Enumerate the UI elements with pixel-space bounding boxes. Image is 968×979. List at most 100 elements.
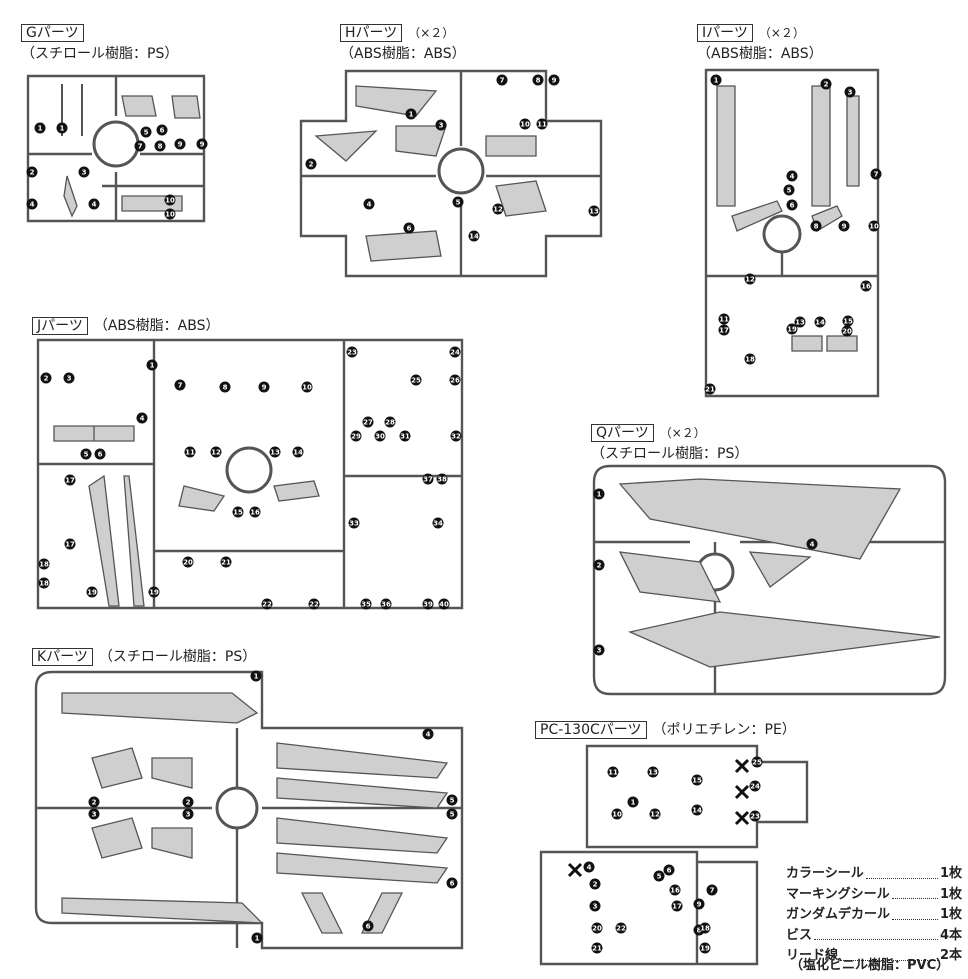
svg-text:29: 29 (351, 433, 361, 441)
svg-text:2: 2 (30, 169, 35, 177)
runner-j-tag: Jパーツ (32, 317, 88, 335)
part-number-j-10: 10 (301, 381, 313, 393)
part-number-j-35: 35 (360, 598, 372, 610)
svg-text:1: 1 (409, 111, 414, 119)
svg-text:31: 31 (400, 433, 410, 441)
runner-k-material: （スチロール樹脂：PS） (98, 649, 257, 665)
svg-text:10: 10 (165, 197, 175, 205)
runner-k-tag: Kパーツ (32, 648, 93, 666)
part-number-pc-22: 22 (615, 922, 627, 934)
svg-text:16: 16 (861, 283, 871, 291)
svg-text:24: 24 (750, 783, 760, 791)
part-number-k-2: 2 (88, 796, 100, 808)
svg-text:18: 18 (700, 925, 710, 933)
part-number-h-14: 14 (468, 230, 480, 242)
part-number-i-9: 9 (838, 220, 850, 232)
part-number-h-3: 3 (435, 119, 447, 131)
accessory-name: ガンダムデカール (786, 907, 891, 923)
svg-text:9: 9 (552, 77, 557, 85)
part-number-h-2: 2 (305, 158, 317, 170)
part-number-i-6: 6 (786, 199, 798, 211)
part-number-j-9: 9 (258, 381, 270, 393)
part-number-g-10: 10 (164, 194, 176, 206)
part-number-j-25: 25 (410, 374, 422, 386)
svg-text:5: 5 (84, 451, 89, 459)
part-number-j-32: 32 (450, 430, 462, 442)
part-number-j-29: 29 (350, 430, 362, 442)
part-number-pc-12: 12 (649, 808, 661, 820)
part-number-i-16: 16 (860, 280, 872, 292)
svg-text:3: 3 (92, 811, 97, 819)
part-number-h-6: 6 (403, 222, 415, 234)
svg-text:21: 21 (221, 559, 231, 567)
svg-text:32: 32 (451, 433, 461, 441)
svg-text:17: 17 (65, 477, 75, 485)
svg-text:19: 19 (787, 326, 797, 334)
svg-text:6: 6 (790, 202, 795, 210)
svg-text:24: 24 (450, 349, 460, 357)
runner-i-tag: Iパーツ (697, 24, 753, 42)
part-number-pc-20: 20 (591, 922, 603, 934)
svg-text:2: 2 (44, 375, 49, 383)
part-number-i-4: 4 (786, 170, 798, 182)
svg-text:4: 4 (92, 201, 97, 209)
svg-text:5: 5 (787, 187, 792, 195)
part-number-k-1: 1 (250, 670, 262, 682)
part-number-j-36: 36 (380, 598, 392, 610)
svg-text:40: 40 (439, 601, 449, 609)
svg-text:1: 1 (714, 77, 719, 85)
svg-text:8: 8 (814, 223, 819, 231)
part-number-h-8: 8 (532, 74, 544, 86)
part-number-g-2: 2 (26, 166, 38, 178)
svg-text:4: 4 (140, 415, 145, 423)
svg-text:7: 7 (710, 887, 715, 895)
part-number-j-20: 20 (182, 556, 194, 568)
part-number-h-12: 12 (492, 203, 504, 215)
part-number-h-4: 4 (363, 198, 375, 210)
accessory-qty: 1枚 (939, 907, 962, 923)
part-number-h-5: 5 (452, 196, 464, 208)
svg-text:28: 28 (385, 419, 395, 427)
part-number-g-4: 4 (88, 198, 100, 210)
part-number-pc-2: 2 (589, 878, 601, 890)
svg-text:11: 11 (185, 449, 195, 457)
part-number-pc-9: 9 (693, 898, 705, 910)
part-number-h-13: 13 (588, 205, 600, 217)
part-number-pc-13: 13 (647, 766, 659, 778)
svg-text:3: 3 (593, 903, 598, 911)
part-number-j-15: 15 (232, 506, 244, 518)
part-number-j-37: 37 (422, 473, 434, 485)
runner-j-title: Jパーツ（ABS樹脂：ABS） (32, 317, 220, 335)
svg-text:6: 6 (450, 880, 455, 888)
svg-text:15: 15 (233, 509, 243, 517)
svg-text:20: 20 (592, 925, 602, 933)
svg-text:9: 9 (200, 141, 205, 149)
svg-text:25: 25 (752, 759, 762, 767)
part-number-k-4: 4 (422, 728, 434, 740)
svg-text:9: 9 (697, 901, 702, 909)
unused-x-mark (734, 758, 750, 774)
accessory-leader (840, 946, 938, 961)
accessory-leader (865, 864, 938, 879)
part-number-j-27: 27 (362, 416, 374, 428)
part-number-pc-3: 3 (589, 900, 601, 912)
svg-text:6: 6 (366, 923, 371, 931)
part-number-pc-25: 25 (751, 756, 763, 768)
svg-text:5: 5 (450, 811, 455, 819)
svg-text:8: 8 (223, 384, 228, 392)
runner-pc-tag: PC-130Cパーツ (535, 721, 647, 739)
svg-text:11: 11 (608, 769, 618, 777)
accessory-qty: 2本 (939, 948, 962, 964)
part-number-i-12: 12 (744, 273, 756, 285)
svg-text:14: 14 (692, 807, 702, 815)
part-number-pc-16: 16 (669, 884, 681, 896)
svg-text:4: 4 (810, 541, 815, 549)
pvc-note: （塩化ビニル樹脂：PVC） (790, 958, 950, 973)
part-number-g-5: 5 (140, 126, 152, 138)
runner-g-title: Gパーツ (21, 24, 84, 42)
part-number-j-17: 17 (64, 538, 76, 550)
part-number-pc-10: 10 (611, 808, 623, 820)
part-number-j-17: 17 (64, 474, 76, 486)
